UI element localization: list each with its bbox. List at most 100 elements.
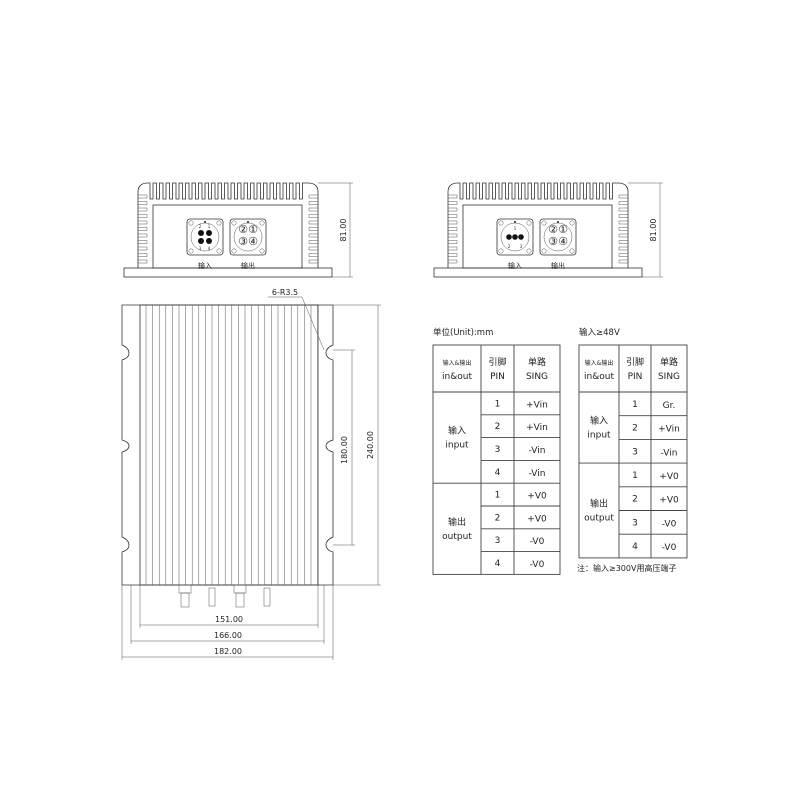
pin [206,238,212,244]
side-fin [448,253,458,257]
side-fin [308,207,318,212]
terminal-lead [180,592,190,608]
side-fin [138,240,148,244]
side-fin [448,233,458,238]
table-note: 注：输入≥300V用高压端子 [577,563,676,573]
screw-icon [526,220,532,226]
pin-number: 1 [514,226,517,231]
table-frame [578,344,688,559]
side-fin [138,233,148,238]
header-en: in&out [584,372,614,382]
signal-cell: -V0 [662,519,677,529]
side-fin [308,240,318,244]
side-fin [448,227,458,231]
side-fin [448,240,458,244]
height-dimension: 81.00 [339,219,348,242]
pin-cell: 4 [495,559,501,569]
side-fin [308,253,318,257]
side-fin [618,201,628,205]
screw-icon [541,248,547,254]
pin-cell: 1 [632,400,638,410]
header-en: SING [526,372,548,382]
dimension-line [628,182,663,278]
pin [518,234,524,240]
header-en: PIN [490,372,505,382]
side-fin [618,214,628,218]
pin [506,234,512,240]
screw-icon [541,220,547,226]
signal-cell: +Vin [526,423,548,433]
pin-cell: 3 [632,518,638,528]
pin-number: ① [248,223,258,236]
pin-cell: 2 [495,422,501,432]
group-label-en: output [442,532,472,542]
side-fin [618,246,628,251]
pin-number: ④ [558,235,568,248]
signal-cell: +V0 [527,514,547,524]
signal-cell: -Vin [529,446,546,456]
pin-cell: 2 [632,424,638,434]
pin-number: 2 [199,224,202,229]
side-fin [308,227,318,231]
group-label-cn: 输出 [448,516,466,528]
pin-number: 1 [208,224,211,229]
header-cn: 引脚 [488,357,506,368]
dim-151: 151.00 [215,615,243,624]
signal-cell: +V0 [527,492,547,502]
side-fin [138,246,148,251]
screw-icon [216,220,222,226]
key-mark [204,221,206,223]
signal-cell: +Vin [658,425,680,435]
pin-cell: 2 [495,513,501,523]
signal-cell: -V0 [530,560,545,570]
front-panel [462,204,613,269]
pin-number: 4 [208,246,211,251]
screw-icon [231,248,237,254]
input-connector [496,218,534,256]
pin-cell: 3 [495,536,501,546]
output-label: 输出 [241,261,255,270]
side-fin [138,194,148,199]
side-fin [618,233,628,238]
signal-cell: -Vin [661,448,678,458]
side-fin [138,227,148,231]
leader-line [268,296,325,351]
side-fin [138,201,148,205]
key-mark [247,221,249,223]
pin-cell: 1 [632,471,638,481]
table-caption: 单位(Unit):mm [433,327,493,338]
screw-icon [188,220,194,226]
pin-table-1: 单位(Unit):mm输入&输出in&out引脚PIN单路SING输入input… [432,327,561,575]
side-fin [308,233,318,238]
signal-cell: Gr. [663,401,676,411]
dim-182: 182.00 [214,647,242,656]
signal-cell: +V0 [659,472,679,482]
signal-cell: -Vin [529,469,546,479]
screw-icon [188,248,194,254]
side-fin [448,259,458,264]
side-fin [138,220,148,225]
front-panel [152,204,303,269]
screw-icon [498,220,504,226]
side-fin [618,194,628,199]
output-connector [229,218,267,256]
side-fin [618,259,628,264]
header-cn: 引脚 [626,357,644,368]
signal-cell: -V0 [530,537,545,547]
pin-number: 3 [199,246,202,251]
screw-icon [216,248,222,254]
pin-number: ③ [548,235,558,248]
dim-180: 180.00 [340,436,349,464]
group-label-cn: 输出 [590,498,608,510]
group-label-en: output [584,514,614,524]
terminal [233,584,247,594]
header-en: PIN [628,372,643,382]
input-label: 输入 [198,261,212,270]
mounting-flange [123,267,333,278]
pin-cell: 1 [495,399,501,409]
side-fin [618,207,628,212]
signal-cell: +V0 [659,496,679,506]
table-frame [432,344,561,575]
